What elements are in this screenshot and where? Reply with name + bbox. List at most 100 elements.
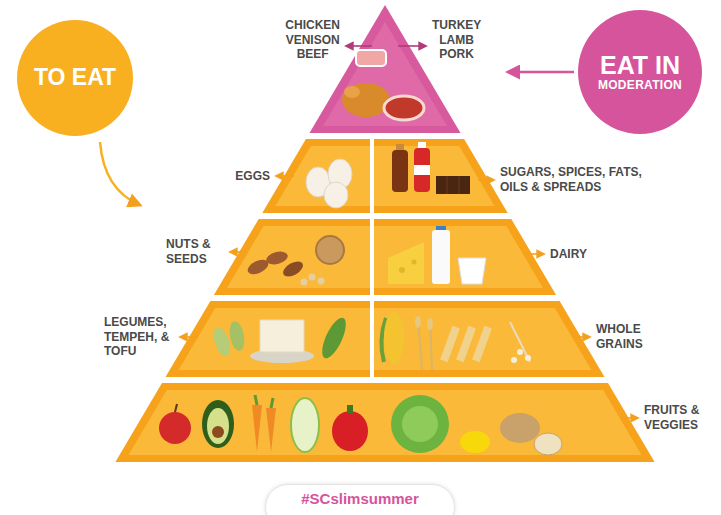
- food-group-label: SUGARS, SPICES, FATS, OILS & SPREADS: [500, 165, 662, 194]
- circle-heading: TO EAT: [34, 65, 116, 90]
- pyramid-tier: [214, 219, 556, 295]
- seed-icon: [301, 279, 308, 286]
- syrup-bottle-icon: [392, 150, 408, 192]
- chicken-leg-icon: [344, 86, 360, 98]
- carrot-top-icon: [271, 398, 273, 408]
- circle-heading: MODERATION: [598, 79, 682, 92]
- carrot-top-icon: [255, 395, 257, 405]
- leader-arrow: [478, 179, 494, 181]
- leader-arrow: [620, 417, 638, 419]
- callout-arrow: [100, 142, 140, 205]
- rice-stalk-icon: [510, 322, 530, 362]
- food-group-label: NUTS & SEEDS: [166, 237, 224, 266]
- almond-icon: [265, 249, 289, 266]
- pyramid-tier: [262, 139, 507, 213]
- cheese-hole: [412, 260, 417, 265]
- wheat-grain-icon: [415, 316, 421, 328]
- pasta-icon: [472, 326, 492, 363]
- food-group-label: TURKEY LAMB PORK: [432, 18, 481, 62]
- leader-arrow: [180, 336, 198, 338]
- hashtag-text: #SCslimsummer: [301, 491, 419, 508]
- yogurt-cup-icon: [458, 258, 486, 284]
- leader-arrow: [346, 45, 372, 47]
- almond-icon: [280, 258, 305, 279]
- pasta-icon: [456, 326, 476, 363]
- potato-slice-icon: [534, 433, 562, 455]
- label-box: NUTS & SEEDS: [166, 237, 224, 266]
- label-box: FRUITS & VEGGIES: [644, 403, 708, 432]
- label-box: DAIRY: [550, 247, 587, 262]
- label-box: LEGUMES, TEMPEH, & TOFU: [104, 315, 174, 359]
- pyramid-tier-inner: [227, 226, 543, 288]
- steak-icon: [384, 96, 424, 120]
- hashtag-pill: #SCslimsummer: [265, 484, 455, 515]
- lemon-icon: [460, 431, 490, 453]
- ketchup-bottle-icon: [414, 148, 430, 192]
- food-group-label: FRUITS & VEGGIES: [644, 403, 708, 432]
- seed-icon: [318, 278, 325, 285]
- avocado-flesh-icon: [207, 408, 229, 444]
- leader-arrow: [574, 336, 590, 338]
- pepper-icon: [332, 411, 368, 451]
- apple-stem-icon: [175, 404, 177, 412]
- label-box: EGGS: [235, 169, 270, 184]
- to-eat-circle: TO EAT: [17, 20, 133, 136]
- carrot-icon: [266, 408, 276, 452]
- rice-grain-icon: [511, 357, 517, 363]
- rice-grain-icon: [517, 349, 523, 355]
- pyramid-tier-inner: [179, 308, 592, 370]
- leader-arrow: [276, 175, 294, 177]
- tofu-icon: [260, 320, 304, 352]
- food-group-label: EGGS: [235, 169, 270, 184]
- food-group-label: DAIRY: [550, 247, 587, 262]
- walnut-icon: [316, 236, 344, 264]
- egg-icon: [324, 182, 348, 208]
- pyramid-tier: [115, 383, 654, 462]
- tier-divider: [370, 219, 374, 295]
- label-box: WHOLE GRAINS: [596, 322, 643, 351]
- chocolate-groove: [459, 176, 460, 194]
- pyramid-top-inner: [323, 22, 447, 126]
- avocado-icon: [202, 400, 234, 448]
- bottle-cap-icon: [418, 142, 426, 149]
- tier-divider: [370, 139, 374, 213]
- cheese-icon: [388, 242, 424, 284]
- chocolate-groove: [447, 176, 448, 194]
- label-box: SUGARS, SPICES, FATS, OILS & SPREADS: [500, 165, 662, 194]
- label-box: CHICKEN VENISON BEEF: [285, 18, 340, 62]
- food-group-label: LEGUMES, TEMPEH, & TOFU: [104, 315, 174, 359]
- chocolate-icon: [436, 176, 470, 194]
- food-group-label: CHICKEN VENISON BEEF: [285, 18, 340, 62]
- cabbage-inner-icon: [402, 406, 438, 442]
- food-group-label: WHOLE GRAINS: [596, 322, 643, 351]
- wheat-grain-icon: [427, 318, 433, 330]
- circle-heading: EAT IN: [600, 52, 680, 80]
- pyramid-tier-inner: [275, 146, 494, 206]
- moderation-circle: EAT INMODERATION: [578, 10, 702, 134]
- callout-arrow: [508, 71, 574, 74]
- rice-grain-icon: [525, 355, 531, 361]
- cabbage-icon: [391, 395, 449, 453]
- avocado-pit-icon: [212, 426, 224, 438]
- corn-icon: [384, 312, 404, 364]
- leader-arrow: [524, 253, 544, 255]
- bok-choy-icon: [291, 398, 319, 452]
- label-box: TURKEY LAMB PORK: [432, 18, 481, 62]
- seed-icon: [309, 274, 316, 281]
- carrot-icon: [252, 405, 262, 452]
- bottle-label-icon: [414, 165, 430, 175]
- pea-pod-icon: [317, 315, 350, 362]
- raw-meat-icon: [356, 50, 386, 66]
- leader-arrow: [398, 45, 426, 47]
- leader-arrow: [230, 251, 246, 253]
- pyramid-tier: [166, 301, 605, 377]
- pepper-stem-icon: [347, 405, 353, 413]
- apple-icon: [159, 412, 191, 444]
- tier-divider: [370, 301, 374, 377]
- pasta-icon: [440, 326, 460, 363]
- edamame-icon: [228, 320, 247, 352]
- milk-bottle-icon: [432, 230, 450, 284]
- pyramid-tier-inner: [129, 390, 642, 455]
- potato-icon: [500, 413, 540, 443]
